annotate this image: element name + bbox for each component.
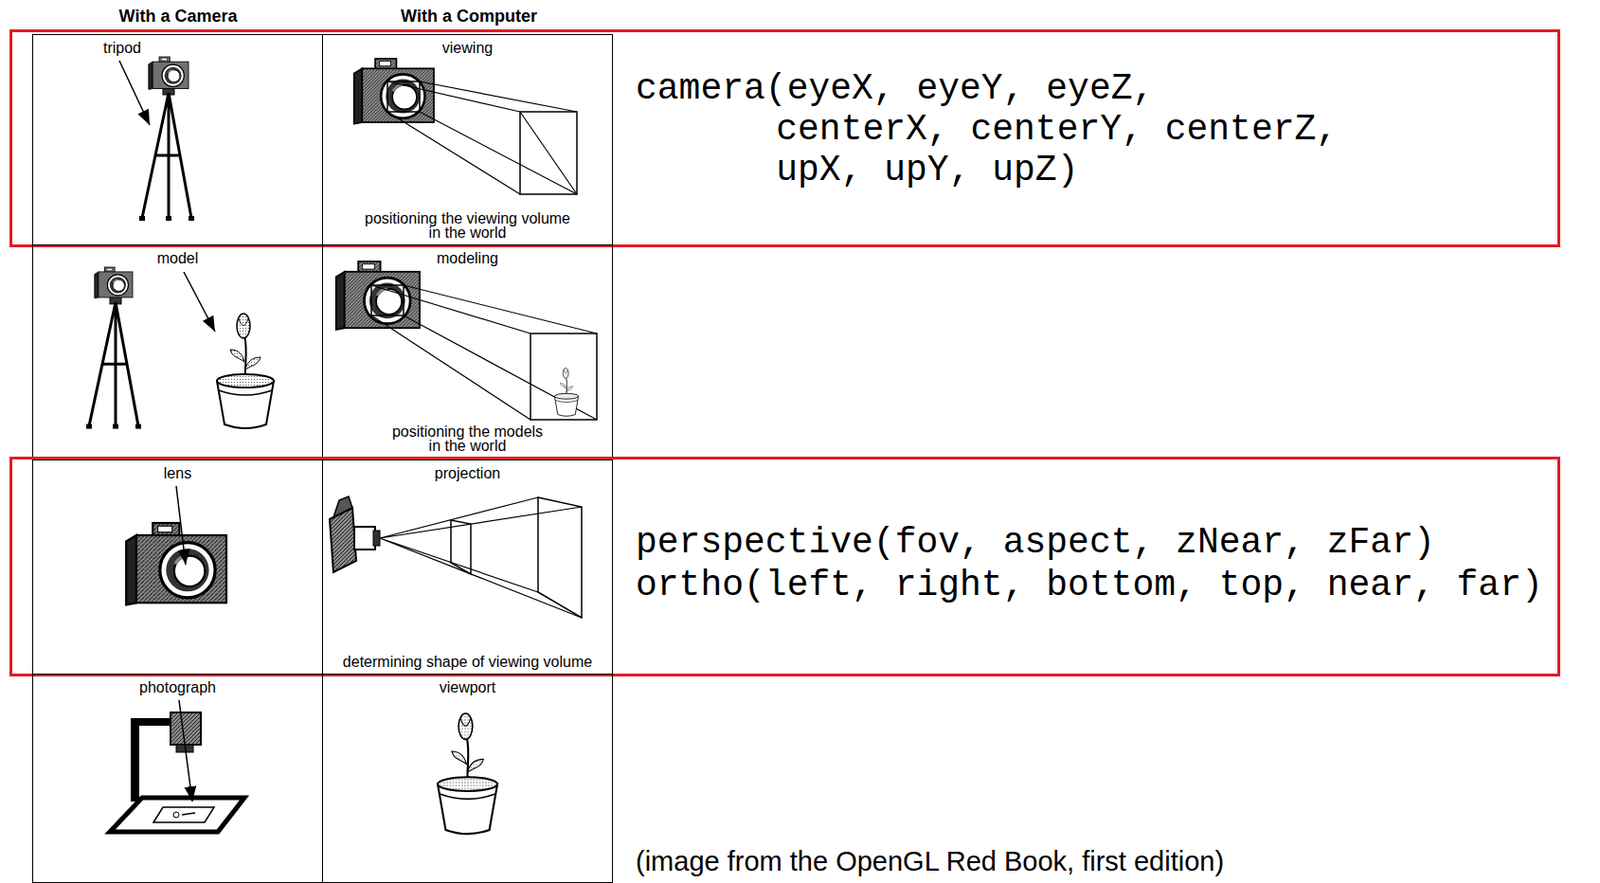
lens-scene-part <box>125 522 227 605</box>
projection-scene-part <box>450 520 471 575</box>
leader-line <box>119 60 150 126</box>
viewport-scene-part <box>437 713 498 834</box>
cell-label: lens <box>163 465 192 483</box>
cell-label: photograph <box>139 679 216 697</box>
code-text: camera(eyeX, eyeY, eyeZ, centerX, center… <box>635 68 1344 191</box>
projection-scene-part <box>354 526 376 550</box>
cell-label: projection <box>434 465 501 483</box>
model-scene-part <box>86 296 142 430</box>
tripod-scene-part <box>148 56 189 90</box>
viewing-scene <box>354 58 577 195</box>
panel-cell: model <box>32 244 324 461</box>
cell-label: viewing <box>442 39 493 57</box>
panel-cell: viewing positioning the viewing volume in… <box>322 34 613 246</box>
modeling-scene <box>336 261 597 420</box>
tripod-scene-part <box>139 87 195 221</box>
cell-caption: positioning the viewing volume in the wo… <box>360 211 576 240</box>
leader-line <box>183 271 216 332</box>
photograph-scene-part <box>109 797 245 832</box>
model-scene-part <box>94 267 133 299</box>
photograph-scene-part <box>173 811 180 818</box>
model-scene <box>86 267 274 430</box>
projection-scene-part <box>538 497 582 618</box>
cell-label: tripod <box>103 39 142 57</box>
projection-scene <box>329 496 582 618</box>
column-heading: With a Camera <box>119 5 238 27</box>
cell-label: modeling <box>436 250 499 268</box>
photograph-scene-part <box>130 718 140 802</box>
highlight-box: camera(eyeX, eyeY, eyeZ, centerX, center… <box>9 29 1561 248</box>
panel-cell: photograph <box>32 673 324 883</box>
column-heading: With a Computer <box>400 5 538 27</box>
caption-area: positioning the viewing volume in the wo… <box>360 211 576 240</box>
cell-caption: determining shape of viewing volume <box>330 654 606 669</box>
cell-label: model <box>157 250 199 268</box>
cell-label: viewport <box>439 679 497 697</box>
photograph-scene-part <box>130 718 175 726</box>
panel-cell: tripod <box>32 34 324 246</box>
highlight-box: perspective(fov, aspect, zNear, zFar)ort… <box>9 456 1561 677</box>
panel-cell: modeling positioning the models in the wo… <box>322 244 613 461</box>
modeling-scene-part <box>371 285 597 420</box>
modeling-scene-part <box>530 333 597 420</box>
leader-line <box>176 485 186 565</box>
caption-area: determining shape of viewing volume <box>330 654 606 669</box>
viewing-scene-part <box>520 111 577 195</box>
viewing-scene-part <box>354 58 434 125</box>
projection-scene-part <box>373 530 380 546</box>
code-text: perspective(fov, aspect, zNear, zFar) <box>635 521 1436 563</box>
model-scene-part <box>216 313 274 429</box>
cell-caption: positioning the models in the world <box>388 424 548 453</box>
modeling-scene-part <box>554 367 578 416</box>
photograph-scene-part <box>181 812 196 815</box>
lens-scene <box>125 485 227 605</box>
panel-cell: projection determining shape of viewing v… <box>322 459 613 675</box>
source-caption: (image from the OpenGL Red Book, first e… <box>635 845 1224 878</box>
projection-scene-part <box>379 497 582 618</box>
viewing-scene-part <box>387 81 577 195</box>
viewing-scene-part <box>520 111 577 195</box>
photograph-scene-part <box>153 807 215 823</box>
caption-area: positioning the models in the world <box>388 424 548 453</box>
viewing-scene-part <box>387 81 420 112</box>
photograph-scene <box>109 700 245 832</box>
panel-cell: lens <box>32 459 324 675</box>
panel-cell: viewport <box>322 673 613 883</box>
code-text: ortho(left, right, bottom, top, near, fa… <box>635 564 1544 606</box>
tripod-scene <box>119 56 195 221</box>
viewport-scene <box>437 713 498 834</box>
projection-scene-part <box>329 507 357 573</box>
leader-line <box>179 700 193 802</box>
photograph-scene-part <box>170 712 201 745</box>
